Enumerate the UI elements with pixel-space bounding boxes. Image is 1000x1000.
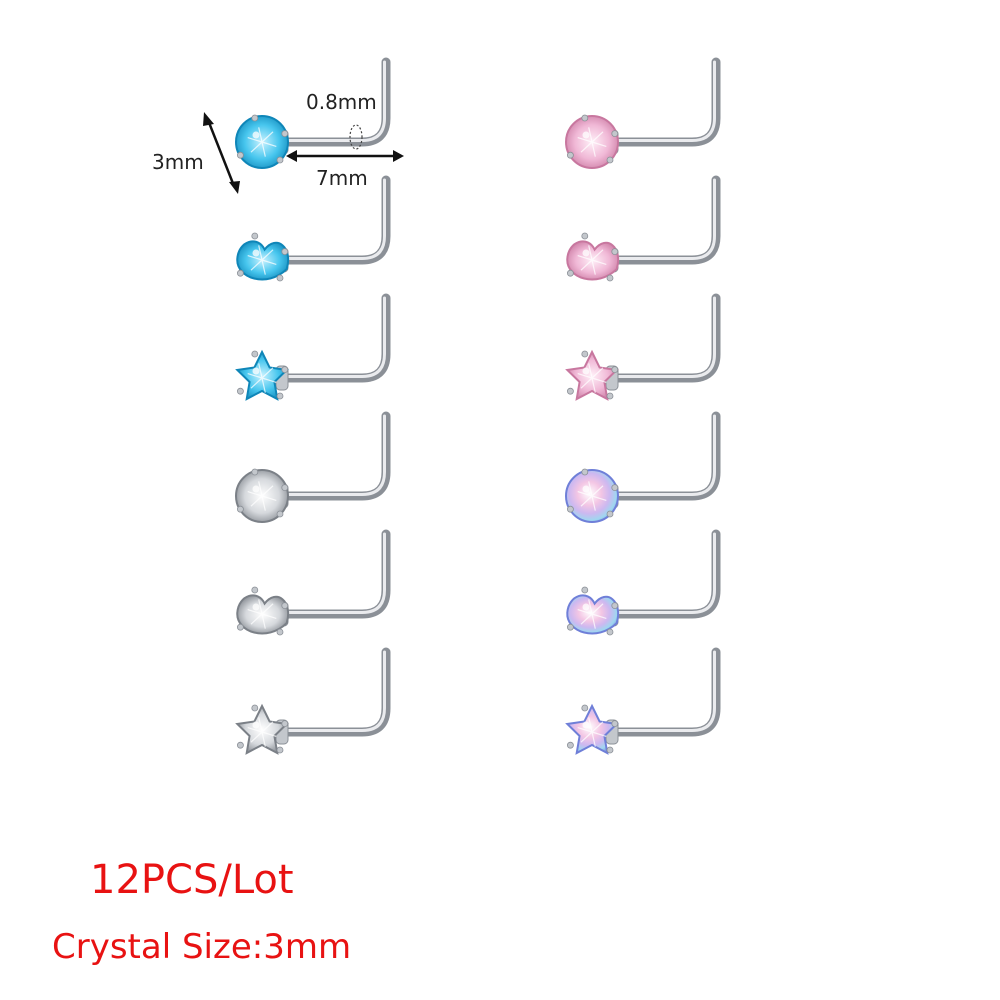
setting-prongs bbox=[567, 114, 619, 164]
crystal-facets bbox=[577, 245, 607, 275]
crystal-facets bbox=[577, 481, 607, 511]
stud-post bbox=[609, 529, 721, 619]
stud-post bbox=[609, 175, 721, 265]
diameter-arrow-head-bottom bbox=[229, 181, 240, 194]
stud-post-highlight bbox=[612, 60, 716, 142]
crystal-facets bbox=[247, 127, 277, 157]
stud-post bbox=[609, 57, 721, 147]
stud-post bbox=[609, 647, 721, 737]
stud-post-highlight bbox=[612, 532, 716, 614]
nose-stud-aqua-star bbox=[235, 293, 391, 401]
setting-prongs bbox=[236, 350, 289, 400]
nose-stud-pink-heart bbox=[566, 175, 721, 282]
setting-prongs bbox=[236, 468, 289, 518]
diameter-arrow bbox=[206, 119, 236, 187]
setting-prongs bbox=[236, 114, 289, 164]
crystal-size-caption: Crystal Size:3mm bbox=[52, 927, 352, 967]
crystal-diameter-label: 3mm bbox=[152, 150, 204, 174]
stud-post-highlight bbox=[282, 296, 386, 378]
setting-prongs bbox=[567, 586, 619, 636]
stud-post bbox=[279, 411, 391, 501]
crystal-facets bbox=[577, 717, 607, 747]
crystal-facets bbox=[577, 599, 607, 629]
stud-post-highlight bbox=[612, 178, 716, 260]
setting-prongs bbox=[567, 232, 619, 282]
stud-post bbox=[609, 411, 721, 501]
stud-post-highlight bbox=[282, 650, 386, 732]
stud-post-highlight bbox=[612, 650, 716, 732]
nose-stud-aurora-heart bbox=[566, 529, 721, 636]
nose-stud-clear-round bbox=[235, 411, 391, 523]
setting-prongs bbox=[236, 586, 289, 636]
stud-post-highlight bbox=[612, 296, 716, 378]
gauge-marker bbox=[349, 124, 363, 150]
stud-post bbox=[609, 293, 721, 383]
stud-post-highlight bbox=[282, 60, 386, 142]
nose-stud-aqua-heart bbox=[236, 175, 391, 282]
stud-post-highlight bbox=[282, 178, 386, 260]
nose-stud-clear-heart bbox=[236, 529, 391, 636]
stud-post bbox=[279, 175, 391, 265]
stud-post-highlight bbox=[282, 532, 386, 614]
crystal-facets bbox=[247, 717, 277, 747]
crystal-facets bbox=[577, 127, 607, 157]
stud-post-highlight bbox=[612, 414, 716, 496]
length-arrow-head-right bbox=[393, 150, 404, 162]
setting-prongs bbox=[567, 350, 619, 400]
length-arrow-head-left bbox=[286, 150, 297, 162]
nose-stud-aurora-round bbox=[565, 411, 721, 523]
pack-quantity-title: 12PCS/Lot bbox=[90, 857, 294, 903]
setting-prongs bbox=[236, 232, 289, 282]
nose-stud-aqua-round bbox=[235, 57, 391, 169]
nose-stud-pink-star bbox=[565, 293, 721, 401]
dimension-annotations bbox=[203, 112, 404, 194]
post-length-label: 7mm bbox=[316, 166, 368, 190]
setting-prongs bbox=[567, 468, 619, 518]
nose-stud-pink-round bbox=[565, 57, 721, 169]
crystal-facets bbox=[577, 363, 607, 393]
setting-prongs bbox=[236, 704, 289, 754]
stud-post bbox=[279, 647, 391, 737]
nose-stud-clear-star bbox=[235, 647, 391, 755]
crystal-facets bbox=[247, 599, 277, 629]
crystal-facets bbox=[247, 481, 277, 511]
setting-prongs bbox=[567, 704, 619, 754]
gauge-label: 0.8mm bbox=[306, 90, 377, 114]
stud-post bbox=[279, 293, 391, 383]
diameter-arrow-head-top bbox=[203, 112, 214, 126]
stud-post-highlight bbox=[282, 414, 386, 496]
stud-post bbox=[279, 529, 391, 619]
crystal-facets bbox=[247, 363, 277, 393]
nose-stud-aurora-star bbox=[565, 647, 721, 755]
nose-stud-grid bbox=[235, 57, 721, 755]
crystal-facets bbox=[247, 245, 277, 275]
